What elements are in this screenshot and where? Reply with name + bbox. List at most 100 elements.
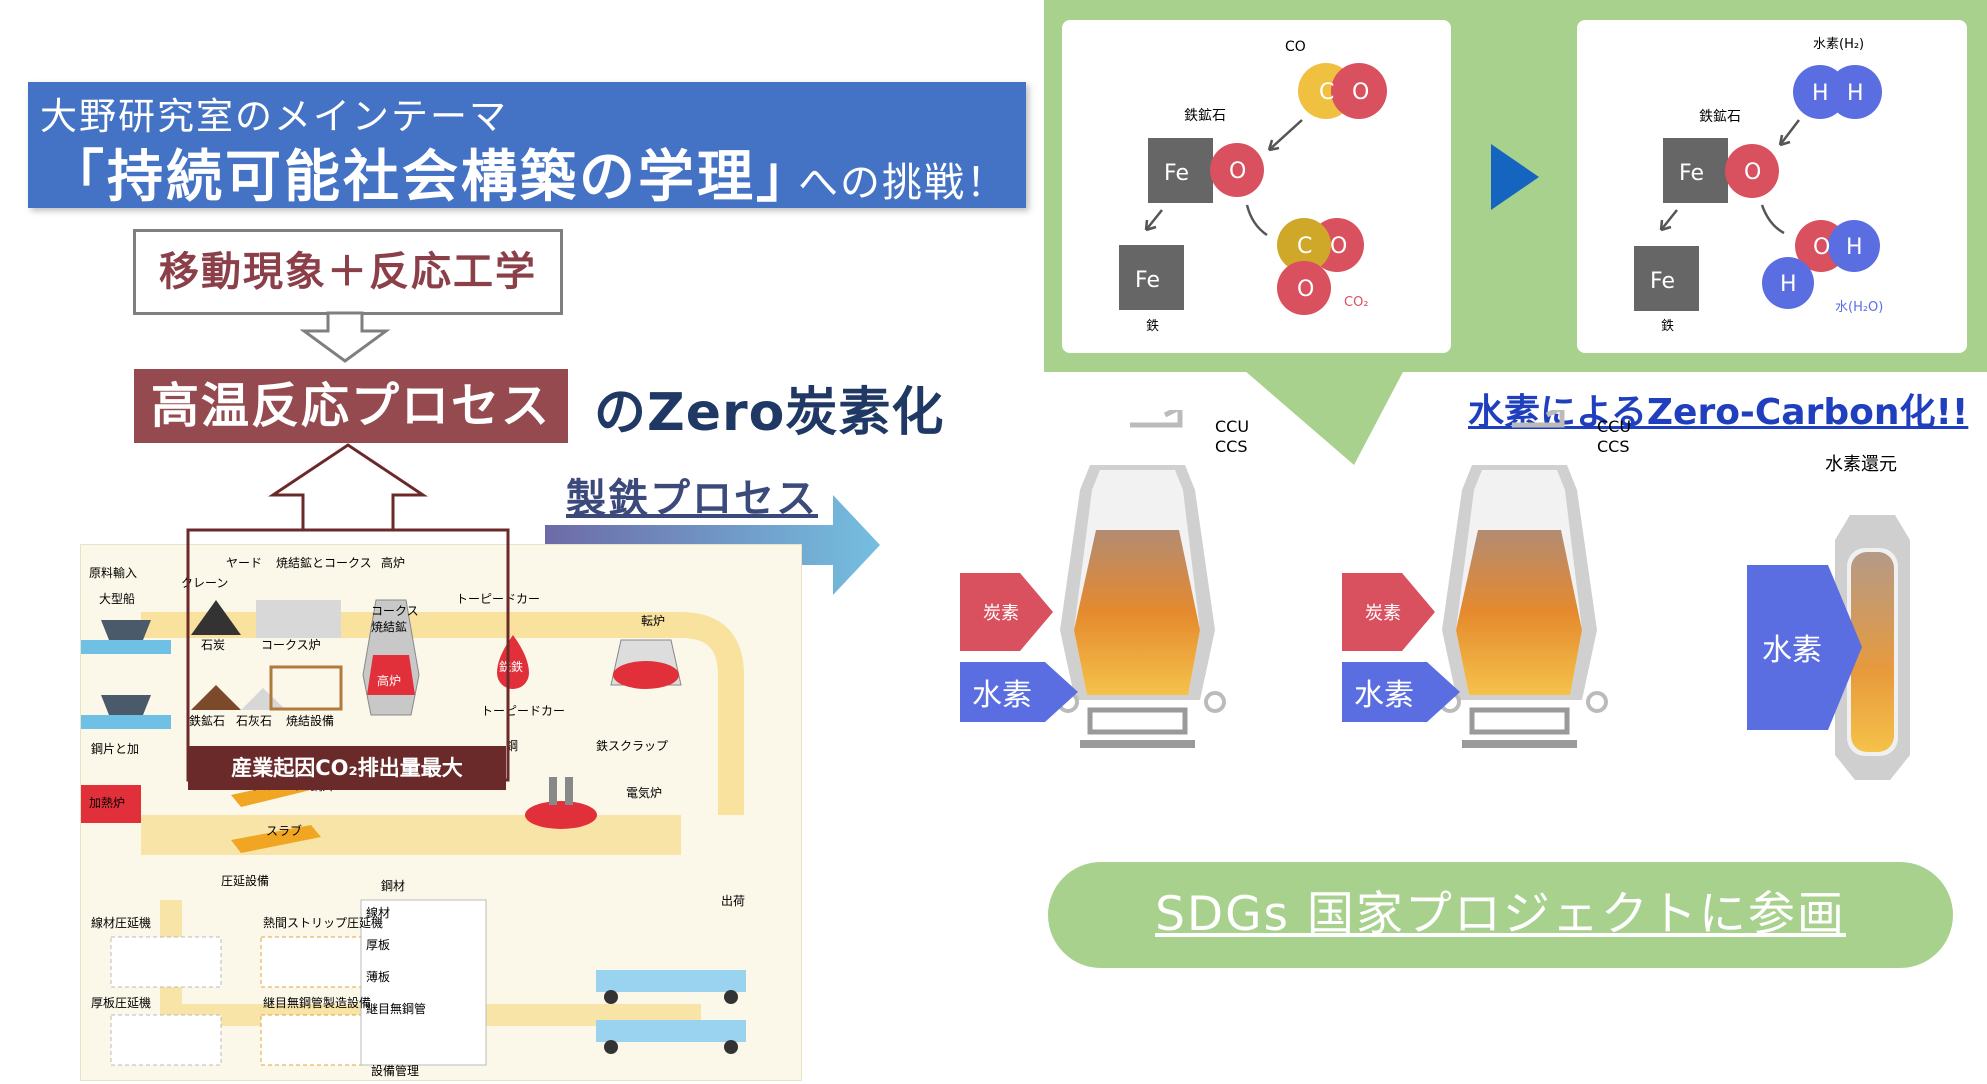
step-12-label: 熱間ストリップ圧延機: [263, 915, 383, 930]
pig-iron-icon: [497, 635, 529, 689]
step-14-label: 設備管理: [371, 1063, 419, 1078]
fe-symbol: Fe: [1164, 161, 1189, 186]
steel-process-label: 製鉄プロセス: [566, 476, 818, 522]
step-15-label: 鋼材: [381, 879, 405, 893]
callout-pointer: [1244, 370, 1404, 465]
steel-process-illustration: 原料輸入 ヤード 焼結鉱とコークス 高炉 トーピードカー 転炉 電気炉 鋼片と加…: [81, 555, 746, 1078]
truck-icon: [596, 1020, 746, 1042]
coke-label: コークス: [371, 604, 419, 618]
reheat-label: 加熱炉: [89, 796, 125, 810]
oxygen-atom-icon: [1277, 261, 1331, 315]
carbon-atom-icon: [1277, 218, 1331, 272]
pig-iron-label: 銑鉄: [499, 659, 523, 674]
ccs-label-1: CCS: [1215, 437, 1248, 456]
process-box: 高温反応プロセス: [134, 369, 568, 443]
truck-icon: [596, 970, 746, 992]
reheat-furnace-icon: [81, 785, 141, 823]
sheet-label: 薄板: [366, 969, 390, 984]
subject-box: 移動現象＋反応工学: [133, 229, 563, 315]
step-1-label: 原料輸入: [89, 565, 137, 580]
iron-block-icon: [1119, 245, 1184, 310]
oxygen-atom-icon: [1210, 143, 1264, 197]
hydrogen-atom-icon: [1828, 220, 1880, 272]
co2-label: CO₂: [1344, 295, 1369, 310]
carbon-label-1: 炭素: [983, 603, 1019, 624]
h-symbol: H: [1780, 272, 1797, 297]
blast-furnace-hydrogen: [1439, 410, 1608, 748]
carbon-reduction-card: CO C O 鉄鉱石 Fe O Fe 鉄 O C O CO₂: [1062, 20, 1451, 353]
electric-furnace-icon: [525, 801, 597, 829]
ship-icon: [101, 620, 151, 640]
ccu-label-1: CCU: [1215, 417, 1249, 436]
oxygen-symbol: O: [1813, 235, 1830, 260]
oxygen-symbol: O: [1330, 234, 1347, 259]
up-arrow-icon: [268, 443, 428, 532]
hydrogen-reduction-card: 水素(H₂) H H 鉄鉱石 Fe O Fe 鉄 O H H 水(H₂O): [1577, 20, 1967, 353]
step-2-label: ヤード: [226, 556, 262, 570]
zero-carbon-title: のZero炭素化: [594, 383, 945, 443]
step-16-label: 出荷: [721, 894, 745, 908]
h-symbol: H: [1846, 235, 1863, 260]
oxygen-symbol: O: [1352, 80, 1369, 105]
sdgs-project-link[interactable]: SDGs 国家プロジェクトに参画: [1048, 862, 1953, 968]
reaction-callout: CO C O 鉄鉱石 Fe O Fe 鉄 O C O CO₂: [1044, 0, 1987, 465]
oxygen-symbol: O: [1297, 277, 1314, 302]
shaft-furnace-hydrogen: [1835, 515, 1910, 780]
highlight-frame: [186, 443, 510, 782]
down-arrow-icon: [300, 311, 390, 363]
hydrogen-atom-icon: [1762, 257, 1814, 309]
coal-label: 石炭: [201, 638, 225, 652]
hydrogen-label-1: 水素: [972, 678, 1032, 713]
coke-oven-label: コークス炉: [261, 638, 321, 652]
co-label: CO: [1285, 39, 1306, 55]
banner-line3: への挑戦！: [798, 160, 1008, 206]
sinter-label: 焼結設備: [286, 713, 334, 728]
coal-pile-icon: [191, 600, 241, 635]
carbon-symbol: C: [1297, 234, 1312, 259]
limestone-label: 石灰石: [236, 714, 272, 728]
hydrogen-atom-icon: [1828, 65, 1882, 119]
wire-label: 線材: [366, 905, 390, 920]
co2-emission-label: 産業起因CO₂排出量最大: [188, 746, 506, 790]
ship-label: 大型船: [99, 592, 135, 606]
hydrogen-reaction-diagram: 水素(H₂) H H 鉄鉱石 Fe O Fe 鉄 O H H 水(H₂O): [1634, 37, 1883, 334]
iron-block-icon: [1634, 246, 1699, 311]
play-arrow-icon: [1491, 144, 1539, 210]
carbon-input-arrow-2: [1342, 573, 1435, 651]
hydrogen-label-2: 水素: [1354, 678, 1414, 713]
blast-furnace-ccus: [1057, 410, 1226, 748]
iron-label: 鉄: [1661, 319, 1674, 334]
iron-block-icon: [1663, 138, 1728, 203]
oxygen-atom-icon: [1331, 63, 1387, 119]
banner-line2: 「持続可能社会構築の学理」: [48, 145, 815, 210]
furnace-comparison: 炭素 水素 CCU CCS 炭素 水素 CCU CCS 水素 水素還元: [960, 410, 1910, 780]
oxygen-symbol: O: [1229, 159, 1246, 184]
plate-label: 厚板: [366, 938, 390, 952]
ore-pile-icon: [191, 685, 241, 710]
h-symbol: H: [1812, 81, 1829, 106]
water-label: 水(H₂O): [1835, 300, 1883, 315]
carbon-symbol: C: [1319, 80, 1334, 105]
step-11-label: 厚板圧延機: [91, 995, 151, 1010]
slab-label: スラブ: [266, 823, 302, 838]
hydrogen-label-3: 水素: [1762, 633, 1822, 668]
torpedo-label: トーピードカー: [481, 704, 565, 718]
step-9-label: 鋼片と加: [91, 742, 139, 756]
ccu-label-2: CCU: [1597, 417, 1631, 436]
seamless-label: 継目無鋼管: [366, 1001, 426, 1016]
ore-label: 鉄鉱石: [189, 713, 225, 728]
coke-oven-icon: [256, 600, 341, 638]
ore-label: 鉄鉱石: [1699, 108, 1741, 125]
theme-banner: 大野研究室のメインテーマ 「持続可能社会構築の学理」 への挑戦！: [28, 82, 1026, 210]
h2-label: 水素(H₂): [1813, 37, 1864, 52]
step-3-label: 焼結鉱とコークス: [276, 555, 372, 570]
step-13-label: 継目無鋼管製造設備: [263, 995, 371, 1010]
ore-label: 鉄鉱石: [1184, 107, 1226, 124]
step-6-label: 転炉: [641, 614, 665, 628]
step-7-label: 電気炉: [626, 785, 662, 800]
oxygen-atom-icon: [1725, 144, 1779, 198]
carbon-label-2: 炭素: [1365, 603, 1401, 624]
hydrogen-input-arrow-1: [960, 662, 1078, 722]
scrap-label: 鉄スクラップ: [596, 738, 668, 753]
fe-symbol: Fe: [1679, 161, 1704, 186]
